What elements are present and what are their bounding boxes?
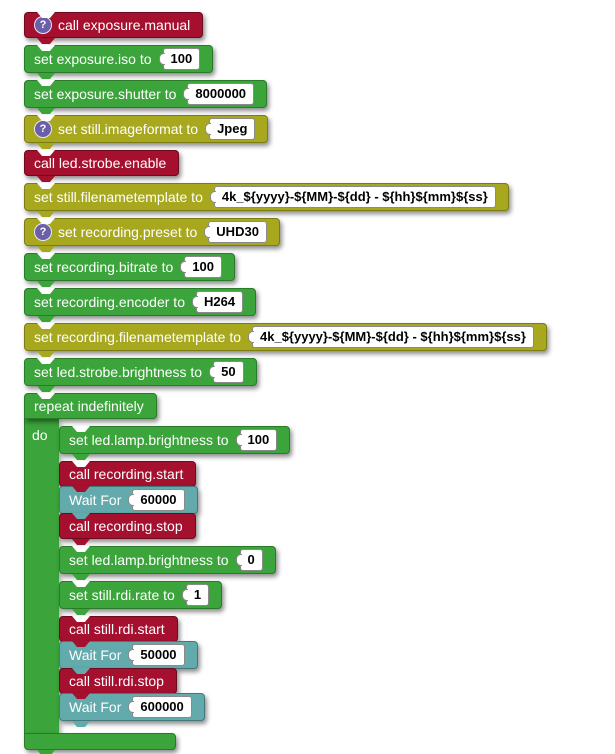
help-icon[interactable]: ? (34, 223, 52, 241)
block-label: call exposure.manual (58, 17, 191, 33)
repeat-footer[interactable] (24, 733, 176, 750)
block-set-recording-bitrate[interactable]: set recording.bitrate to 100 (24, 253, 235, 281)
block-wait-for[interactable]: Wait For 600000 (59, 693, 205, 721)
block-label: set recording.bitrate to (34, 259, 174, 275)
block-call-still-rdi-stop[interactable]: call still.rdi.stop (59, 668, 177, 694)
value-field[interactable]: 0 (239, 549, 263, 571)
value-field[interactable]: 60000 (132, 489, 185, 511)
block-label: call led.strobe.enable (34, 155, 167, 171)
block-label: set recording.encoder to (34, 294, 185, 310)
value-field[interactable]: 100 (162, 48, 201, 70)
block-label: set still.rdi.rate to (69, 587, 175, 603)
value-field[interactable]: 100 (239, 429, 278, 451)
block-set-still-rdi-rate[interactable]: set still.rdi.rate to 1 (59, 581, 223, 609)
block-label: call recording.stop (69, 518, 183, 534)
help-icon[interactable]: ? (34, 120, 52, 138)
repeat-inner-stack: set led.lamp.brightness to 100 call reco… (59, 419, 291, 733)
block-label: Wait For (69, 647, 122, 663)
help-icon[interactable]: ? (34, 16, 52, 34)
block-set-recording-preset[interactable]: ? set recording.preset to UHD30 (24, 218, 280, 246)
block-label: call recording.start (69, 466, 184, 482)
block-label: set led.lamp.brightness to (69, 552, 229, 568)
value-field[interactable]: 600000 (132, 696, 192, 718)
value-field[interactable]: UHD30 (208, 221, 267, 243)
block-label: set led.lamp.brightness to (69, 432, 229, 448)
block-label: call still.rdi.start (69, 621, 165, 637)
block-set-exposure-shutter[interactable]: set exposure.shutter to 8000000 (24, 80, 268, 108)
block-wait-for[interactable]: Wait For 50000 (59, 641, 198, 669)
value-field[interactable]: 8000000 (187, 83, 255, 105)
block-call-exposure-manual[interactable]: ? call exposure.manual (24, 12, 204, 38)
value-field[interactable]: 1 (185, 584, 210, 606)
repeat-header[interactable]: repeat indefinitely (24, 393, 157, 419)
block-label: set exposure.iso to (34, 51, 152, 67)
value-field[interactable]: 100 (184, 256, 222, 278)
block-set-recording-filenametemplate[interactable]: set recording.filenametemplate to 4k_${y… (24, 323, 547, 351)
block-set-recording-encoder[interactable]: set recording.encoder to H264 (24, 288, 257, 316)
value-field[interactable]: 50000 (132, 644, 185, 666)
block-label: set recording.filenametemplate to (34, 329, 241, 345)
block-wait-for[interactable]: Wait For 60000 (59, 486, 198, 514)
block-set-led-strobe-brightness[interactable]: set led.strobe.brightness to 50 (24, 358, 257, 386)
value-field[interactable]: H264 (195, 291, 244, 313)
block-call-still-rdi-start[interactable]: call still.rdi.start (59, 616, 178, 642)
do-label: do (32, 427, 48, 443)
block-label: repeat indefinitely (34, 398, 144, 414)
block-set-still-imageformat[interactable]: ? set still.imageformat to Jpeg (24, 115, 269, 143)
block-set-exposure-iso[interactable]: set exposure.iso to 100 (24, 45, 214, 73)
block-set-led-lamp-brightness[interactable]: set led.lamp.brightness to 0 (59, 546, 276, 574)
block-call-recording-start[interactable]: call recording.start (59, 461, 197, 487)
block-call-led-strobe-enable[interactable]: call led.strobe.enable (24, 150, 180, 176)
value-field[interactable]: 4k_${yyyy}-${MM}-${dd} - ${hh}${mm}${ss} (213, 186, 496, 208)
block-label: call still.rdi.stop (69, 673, 164, 689)
block-call-recording-stop[interactable]: call recording.stop (59, 513, 196, 539)
value-field[interactable]: 50 (213, 361, 244, 383)
repeat-body: do set led.lamp.brightness to 100 call r… (24, 419, 291, 733)
value-field[interactable]: Jpeg (209, 118, 256, 140)
block-label: set still.filenametemplate to (34, 189, 203, 205)
block-label: set exposure.shutter to (34, 86, 177, 102)
repeat-block: repeat indefinitely do set led.lamp.brig… (24, 393, 291, 750)
block-set-still-filenametemplate[interactable]: set still.filenametemplate to 4k_${yyyy}… (24, 183, 509, 211)
repeat-spine[interactable]: do (24, 419, 59, 733)
block-label: set still.imageformat to (58, 121, 199, 137)
block-label: set recording.preset to (58, 224, 198, 240)
block-label: Wait For (69, 699, 122, 715)
block-label: Wait For (69, 492, 122, 508)
value-field[interactable]: 4k_${yyyy}-${MM}-${dd} - ${hh}${mm}${ss} (252, 326, 534, 348)
block-set-led-lamp-brightness[interactable]: set led.lamp.brightness to 100 (59, 426, 291, 454)
block-label: set led.strobe.brightness to (34, 364, 203, 380)
